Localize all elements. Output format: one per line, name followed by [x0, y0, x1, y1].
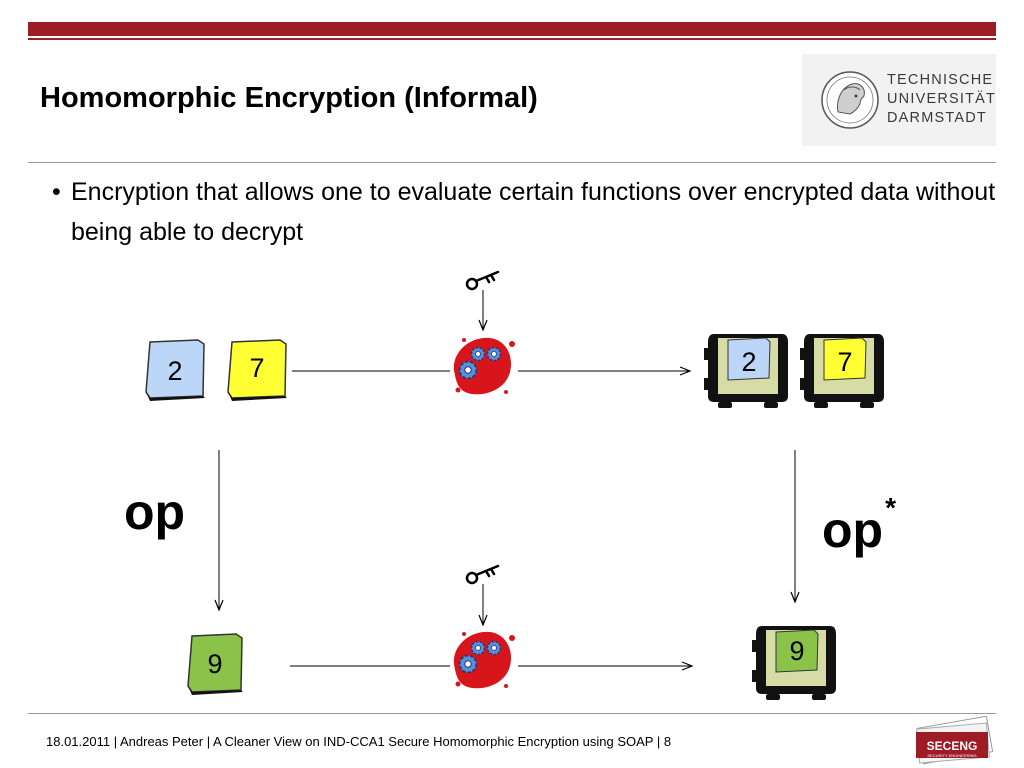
key-icon-bottom: [465, 564, 500, 585]
logo-line-2: UNIVERSITÄT: [887, 91, 997, 107]
bullet-marker: •: [52, 178, 61, 206]
encryption-gears-icon: [453, 337, 515, 395]
encryption-gears-icon-bottom: [453, 631, 515, 689]
plain-input-b: 7: [249, 353, 265, 383]
footer-text: 18.01.2011 | Andreas Peter | A Cleaner V…: [46, 734, 672, 749]
encrypted-result: 9: [789, 636, 805, 666]
key-icon: [465, 270, 500, 291]
op-label-right: op*: [822, 492, 896, 559]
note-input-7: [227, 339, 287, 401]
op-label-right-text: op: [822, 502, 884, 558]
encrypted-input-b: 7: [837, 347, 853, 377]
bullet-text: Encryption that allows one to evaluate c…: [71, 178, 996, 246]
tu-darmstadt-logo: TECHNISCHE UNIVERSITÄT DARMSTADT: [802, 54, 996, 146]
slide-title: Homomorphic Encryption (Informal): [40, 82, 538, 114]
note-result-9: [187, 633, 243, 695]
footer-divider: [28, 713, 996, 714]
plain-input-a: 2: [167, 356, 183, 386]
top-brand-bar: [28, 22, 996, 36]
bullet-point: • Encryption that allows one to evaluate …: [52, 172, 1001, 252]
safe-encrypted-9: [752, 626, 836, 700]
encrypted-input-a: 2: [741, 347, 757, 377]
safe-encrypted-7: [800, 334, 884, 408]
title-divider: [28, 162, 996, 163]
seceng-logo-subtext: SECURITY ENGINEERING: [927, 753, 976, 758]
op-label-left: op: [124, 484, 186, 540]
logo-line-3: DARMSTADT: [887, 110, 987, 126]
seceng-logo-text: SECENG: [927, 739, 978, 753]
athena-seal-icon: [821, 71, 879, 129]
top-brand-line: [28, 38, 996, 40]
seceng-logo: SECENG SECURITY ENGINEERING: [916, 716, 994, 765]
logo-line-1: TECHNISCHE: [887, 72, 994, 88]
safe-encrypted-2: [704, 334, 788, 408]
note-input-2: [145, 339, 205, 401]
plain-result: 9: [207, 649, 223, 679]
op-label-right-star: *: [885, 492, 896, 523]
